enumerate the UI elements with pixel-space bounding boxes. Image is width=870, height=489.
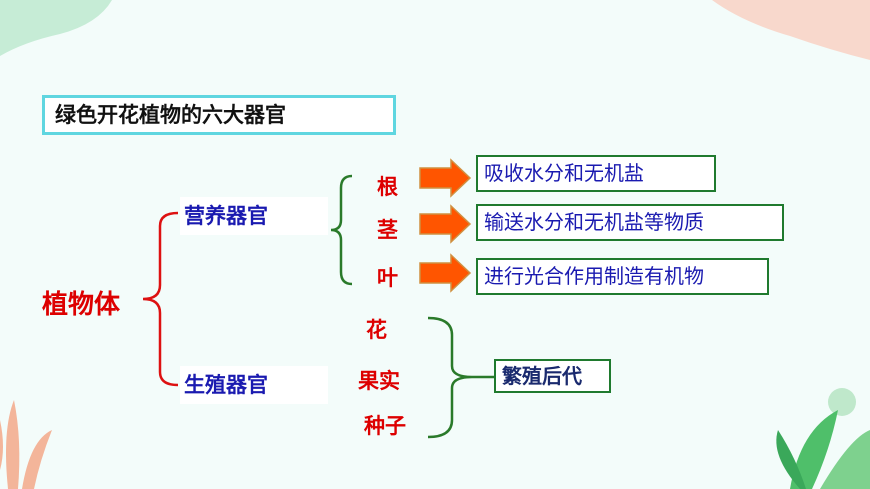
organ-flower: 花 — [366, 318, 387, 342]
bottom-left-plant-icon — [0, 400, 52, 489]
root-label: 植物体 — [42, 290, 121, 320]
diagram-title: 绿色开花植物的六大器官 — [42, 95, 396, 135]
organ-fruit: 果实 — [358, 369, 400, 393]
arrow-icon-root — [419, 158, 472, 198]
arrow-icon-leaf — [419, 253, 472, 293]
root-brace — [142, 211, 179, 387]
arrow-icon-stem — [419, 204, 472, 244]
reproductive-brace — [427, 316, 473, 439]
function-box-root: 吸收水分和无机盐 — [476, 155, 716, 192]
top-right-blob-shape — [712, 0, 870, 60]
top-left-leaf-shape — [0, 0, 112, 56]
organ-stem: 茎 — [377, 218, 398, 242]
vegetative-brace — [330, 174, 353, 286]
organ-seed: 种子 — [364, 414, 406, 438]
reproductive-organs-label: 生殖器官 — [180, 366, 328, 404]
function-box-stem: 输送水分和无机盐等物质 — [476, 204, 784, 241]
organ-leaf: 叶 — [377, 266, 398, 290]
bottom-right-plant-icon — [776, 388, 870, 489]
function-box-leaf: 进行光合作用制造有机物 — [476, 258, 769, 295]
function-box-reproduction: 繁殖后代 — [494, 359, 611, 393]
vegetative-organs-label: 营养器官 — [180, 197, 328, 235]
organ-root: 根 — [377, 175, 398, 199]
